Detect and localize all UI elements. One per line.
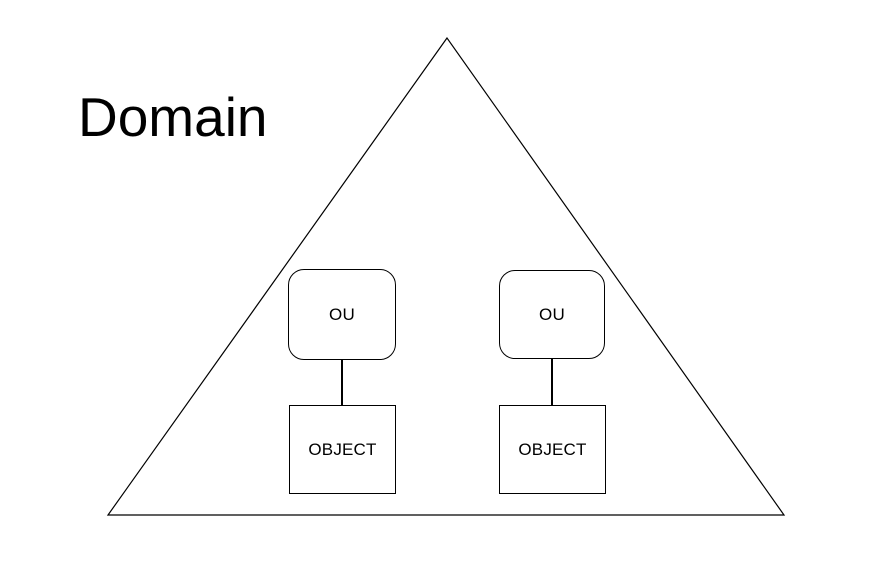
ou-node-label: OU — [329, 304, 355, 324]
ou-object-connector — [341, 360, 343, 405]
object-node: OBJECT — [499, 405, 606, 494]
ou-node-label: OU — [539, 304, 565, 324]
object-node: OBJECT — [289, 405, 396, 494]
object-node-label: OBJECT — [308, 439, 377, 459]
ou-object-connector — [551, 359, 553, 405]
object-node-label: OBJECT — [518, 439, 587, 459]
ou-node: OU — [499, 270, 605, 359]
ou-node: OU — [288, 269, 396, 360]
domain-label: Domain — [78, 86, 268, 148]
